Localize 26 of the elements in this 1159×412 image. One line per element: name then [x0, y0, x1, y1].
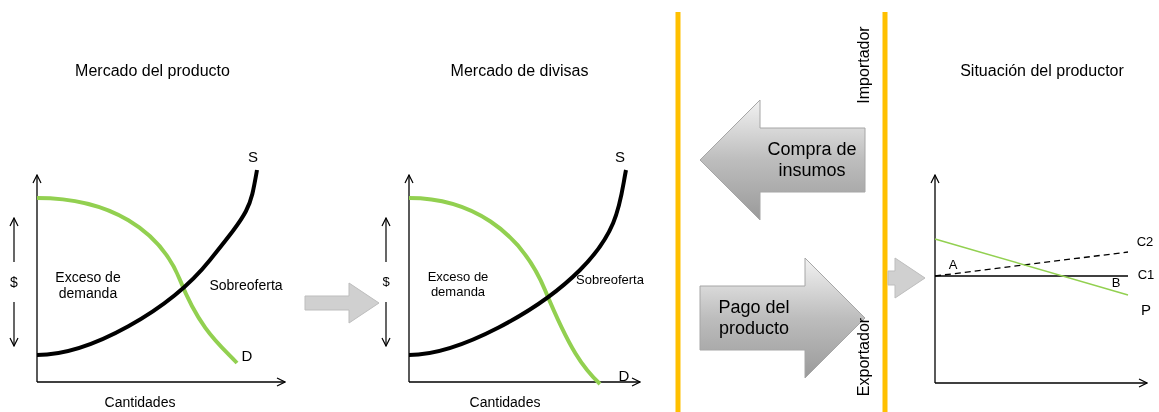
axis-label: $	[382, 274, 390, 290]
curve-label: D	[241, 347, 253, 365]
curve-label: D	[618, 367, 630, 385]
curve-label: C1	[1137, 267, 1155, 283]
panel-title: Mercado de divisas	[449, 62, 590, 80]
point-label: A	[948, 257, 958, 273]
arrow	[887, 257, 926, 299]
arrow-label: Pago del producto	[717, 297, 791, 339]
point-label: B	[1111, 275, 1121, 291]
axis-label: $	[10, 273, 18, 291]
curve-label: P	[1141, 301, 1151, 319]
panel-title: Situación del productor	[959, 62, 1125, 80]
region-label: Sobreoferta	[209, 276, 283, 294]
curve-label: S	[248, 148, 258, 166]
region-label: Exceso de demanda	[54, 268, 122, 302]
region-label: Sobreoferta	[576, 272, 644, 288]
arrow-label: Compra de insumos	[766, 139, 858, 181]
arrow	[304, 282, 380, 324]
curve-label: C2	[1136, 234, 1154, 250]
axis-label: Cantidades	[469, 393, 541, 411]
side-label: Exportador	[854, 317, 873, 397]
curve-label: S	[615, 148, 625, 166]
panel-title: Mercado del producto	[74, 62, 231, 80]
axis-label: Cantidades	[104, 393, 176, 411]
region-label: Exceso de demanda	[426, 270, 490, 300]
side-label: Importador	[854, 26, 873, 104]
